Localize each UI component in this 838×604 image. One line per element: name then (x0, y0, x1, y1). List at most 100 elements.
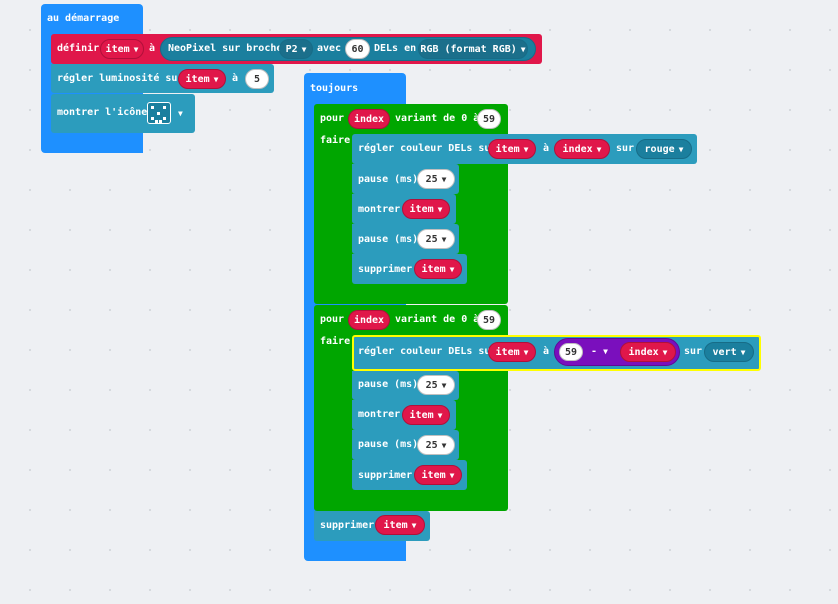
variable-name: index (562, 143, 593, 155)
color-dropdown[interactable]: vert▼ (704, 342, 754, 362)
chevron-down-icon: ▼ (523, 347, 529, 357)
chevron-down-icon: ▼ (523, 144, 529, 154)
led-pixel (151, 117, 154, 120)
chevron-down-icon: ▼ (441, 174, 447, 184)
led-icon-preview[interactable] (147, 102, 171, 124)
to-label: à (543, 346, 550, 357)
variable-name: item (421, 263, 446, 275)
chevron-down-icon: ▼ (133, 44, 139, 54)
chevron-down-icon[interactable]: ▼ (178, 109, 183, 118)
pause-value-dropdown[interactable]: 25▼ (417, 375, 455, 395)
variable-dropdown-item[interactable]: item▼ (402, 405, 450, 425)
variable-name: item (421, 469, 446, 481)
pause-value: 25 (425, 173, 438, 185)
to-label: à (149, 43, 156, 54)
math-left-input[interactable]: 59 (559, 343, 583, 361)
show-icon-label: montrer l'icône (57, 107, 148, 118)
variable-name: item (105, 43, 130, 55)
variable-name: item (495, 143, 520, 155)
format-dropdown[interactable]: RGB (format RGB)▼ (418, 39, 528, 59)
chevron-down-icon: ▼ (437, 204, 443, 214)
neopixel-label: NeoPixel sur broche (168, 43, 283, 54)
set-variable-label: définir (57, 43, 100, 54)
pause-value-dropdown[interactable]: 25▼ (417, 435, 455, 455)
color-value: vert (712, 346, 737, 358)
pause-value: 25 (425, 233, 438, 245)
with-label: avec (317, 43, 342, 54)
pause-label: pause (ms) (358, 174, 419, 185)
variable-name: item (409, 409, 434, 421)
pause-value-dropdown[interactable]: 25▼ (417, 169, 455, 189)
variable-dropdown-item[interactable]: item▼ (488, 139, 536, 159)
variable-name: index (353, 113, 385, 125)
set-pixel-color-label: régler couleur DELs sur (358, 346, 497, 357)
range-label: variant de 0 à (395, 113, 480, 124)
variable-dropdown-item[interactable]: item▼ (414, 259, 462, 279)
chevron-down-icon: ▼ (301, 44, 307, 54)
set-brightness-label: régler luminosité sur (57, 73, 184, 84)
chevron-down-icon: ▼ (449, 470, 455, 480)
variable-name: item (495, 346, 520, 358)
variable-name: item (409, 203, 434, 215)
variable-dropdown-index[interactable]: index▼ (620, 342, 676, 362)
led-count-input[interactable]: 60 (345, 39, 370, 59)
variable-dropdown-item[interactable]: item▼ (375, 515, 425, 535)
set-pixel-color-label: régler couleur DELs sur (358, 143, 497, 154)
variable-name: index (353, 314, 385, 326)
led-pixel (163, 117, 166, 120)
pin-dropdown[interactable]: P2▼ (279, 39, 313, 59)
loop-variable-index[interactable]: index (348, 109, 390, 129)
pause-value: 25 (425, 439, 438, 451)
variable-dropdown-item[interactable]: item▼ (488, 342, 536, 362)
chevron-down-icon: ▼ (603, 347, 608, 356)
show-label: montrer (358, 409, 401, 420)
led-pixel (159, 120, 162, 123)
chevron-down-icon: ▼ (740, 347, 746, 357)
format-value: RGB (format RGB) (420, 43, 517, 55)
variable-dropdown-item[interactable]: item▼ (178, 69, 226, 89)
variable-dropdown-index[interactable]: index▼ (554, 139, 610, 159)
chevron-down-icon: ▼ (411, 520, 417, 530)
math-operator-dropdown[interactable]: - ▼ (591, 345, 608, 359)
show-label: montrer (358, 204, 401, 215)
clear-label: supprimer (358, 264, 413, 275)
chevron-down-icon: ▼ (437, 410, 443, 420)
loop-max-input[interactable]: 59 (477, 109, 501, 129)
chevron-down-icon: ▼ (441, 380, 447, 390)
pause-value-dropdown[interactable]: 25▼ (417, 229, 455, 249)
on-label: sur (684, 346, 703, 357)
variable-dropdown-item[interactable]: item▼ (414, 465, 462, 485)
pause-value: 25 (425, 379, 438, 391)
loop-variable-index[interactable]: index (348, 310, 390, 330)
to-label: à (232, 73, 239, 84)
chevron-down-icon: ▼ (596, 144, 602, 154)
chevron-down-icon: ▼ (449, 264, 455, 274)
chevron-down-icon: ▼ (441, 234, 447, 244)
do-label: faire (320, 135, 351, 146)
pause-label: pause (ms) (358, 379, 419, 390)
show-icon-block[interactable] (51, 94, 195, 133)
forever-header: toujours (310, 83, 359, 94)
variable-name: item (185, 73, 210, 85)
chevron-down-icon: ▼ (213, 74, 219, 84)
on-label: sur (616, 143, 635, 154)
variable-dropdown-item[interactable]: item▼ (402, 199, 450, 219)
led-pixel (157, 112, 160, 115)
led-pixel (163, 106, 166, 109)
set-brightness-block[interactable] (51, 64, 274, 93)
color-dropdown[interactable]: rouge▼ (636, 139, 692, 159)
to-label: à (543, 143, 550, 154)
clear-label: supprimer (358, 470, 413, 481)
clear-label: supprimer (320, 520, 375, 531)
leds-in-label: DELs en (374, 43, 417, 54)
loop-max-input[interactable]: 59 (477, 310, 501, 330)
pin-value: P2 (285, 43, 298, 55)
brightness-input[interactable]: 5 (245, 69, 269, 89)
led-pixel (151, 106, 154, 109)
on-start-header: au démarrage (47, 13, 120, 24)
operator-value: - (591, 346, 598, 357)
chevron-down-icon: ▼ (678, 144, 684, 154)
variable-dropdown-item[interactable]: item▼ (100, 39, 144, 59)
variable-name: item (383, 519, 408, 531)
range-label: variant de 0 à (395, 314, 480, 325)
